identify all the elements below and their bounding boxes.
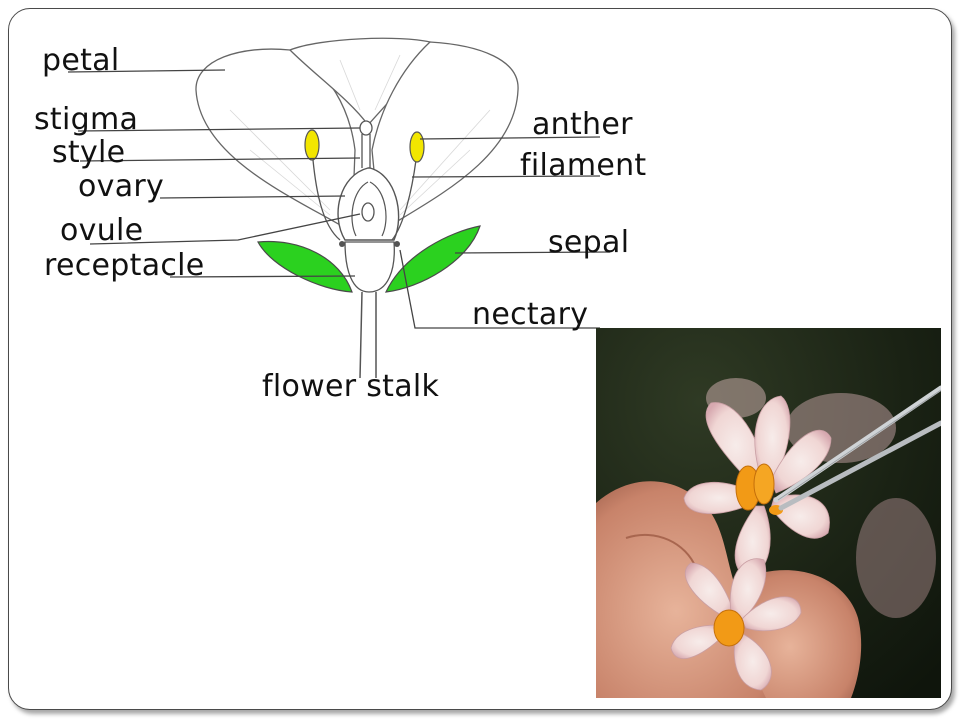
stigma-shape: [359, 120, 373, 136]
label-ovary: ovary: [78, 169, 164, 204]
petal-right-shape: [371, 41, 519, 234]
label-stigma: stigma: [34, 102, 138, 137]
lower-flower: [670, 558, 802, 691]
label-nectary: nectary: [472, 297, 588, 332]
receptacle-shape: [344, 241, 395, 293]
anther-right-shape: [409, 131, 425, 163]
flower-photo: [596, 328, 941, 698]
label-ovule: ovule: [60, 213, 143, 248]
ovule-shape: [361, 202, 375, 222]
anther-left-shape: [304, 129, 320, 161]
ovary-inner-shape: [351, 181, 387, 237]
label-sepal: sepal: [548, 225, 629, 260]
flower-stalk-shape: [359, 291, 377, 379]
label-style: style: [52, 135, 125, 170]
nectary-right-dot: [394, 241, 400, 247]
filament-left-shape: [312, 159, 341, 241]
filament-right-shape: [391, 159, 417, 241]
label-petal: petal: [42, 43, 119, 78]
petal-left-shape: [195, 48, 356, 234]
sepal-left-shape: [257, 240, 353, 293]
label-filament: filament: [520, 148, 646, 183]
leader-lines: [67, 69, 611, 329]
nectary-left-dot: [339, 241, 345, 247]
sepal-right-shape: [384, 225, 481, 293]
tweezers-shape: [773, 385, 941, 511]
style-shape: [361, 134, 371, 168]
finger-crease: [625, 533, 697, 569]
label-receptacle: receptacle: [44, 248, 205, 283]
petal-veins: [229, 54, 491, 216]
label-flower-stalk: flower stalk: [262, 369, 440, 404]
label-anther: anther: [532, 107, 633, 142]
